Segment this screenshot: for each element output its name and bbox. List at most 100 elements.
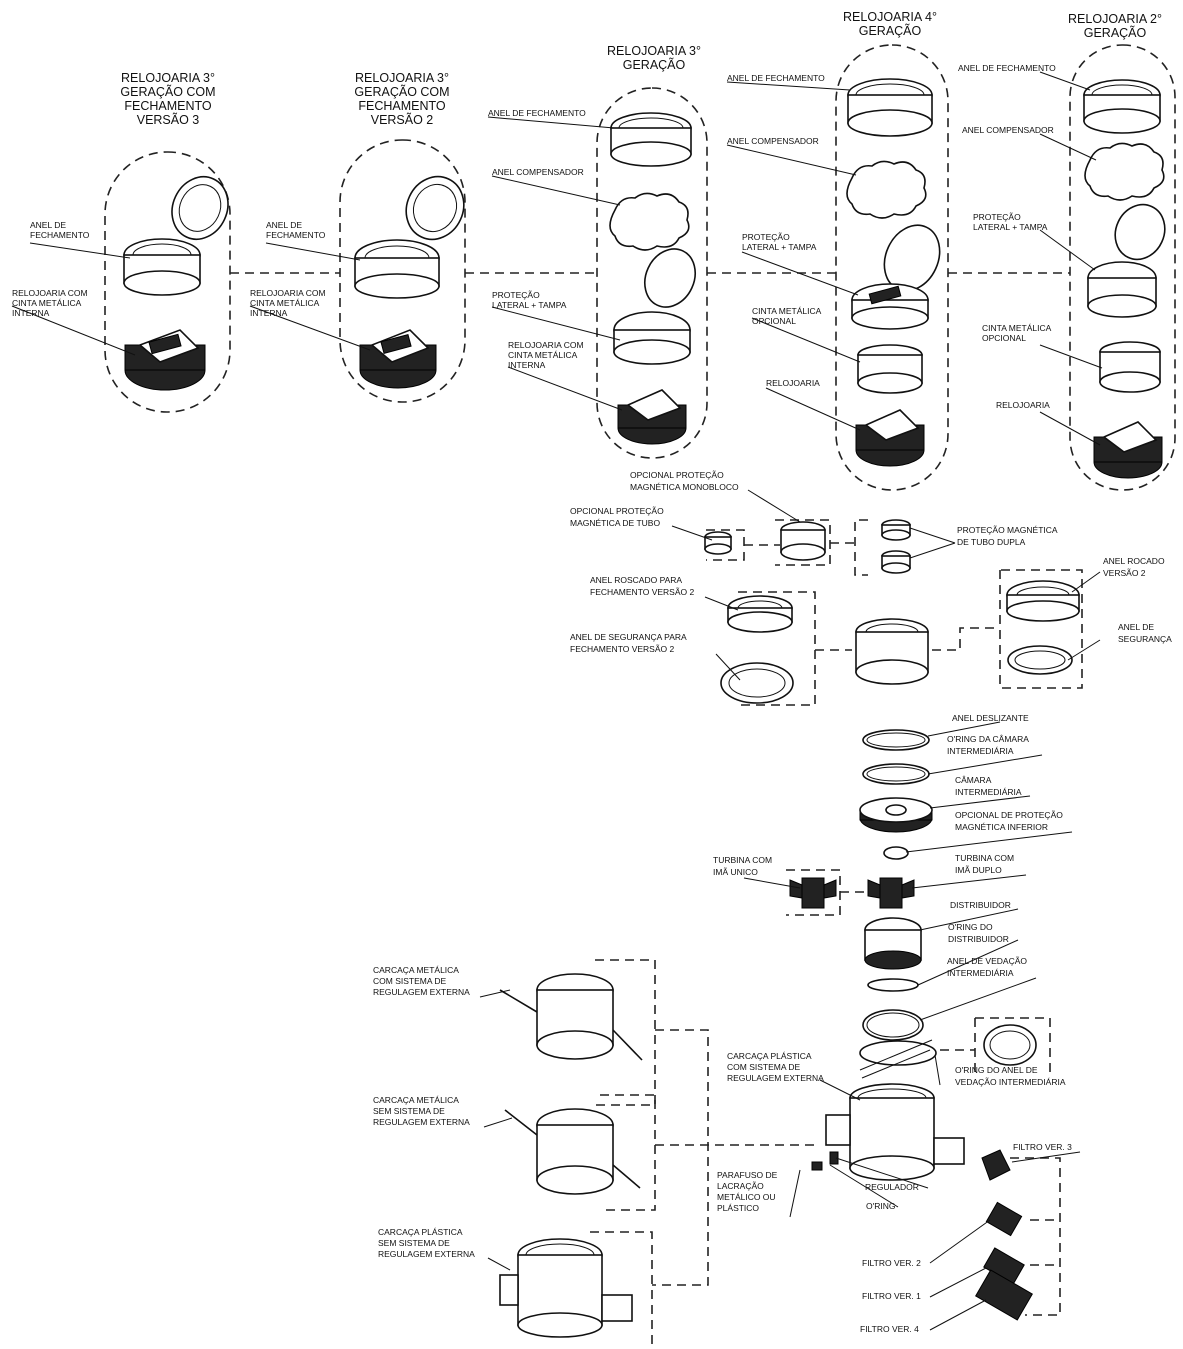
label-line: GERAÇÃO COM	[354, 85, 449, 99]
label-line: FILTRO VER. 1	[862, 1291, 921, 1301]
closing-ring-with-lid-v2	[354, 175, 465, 299]
dashed-bracket	[652, 1029, 709, 1286]
label-g3-compensator: ANEL COMPENSADOR	[492, 167, 584, 177]
label-line: INTERMEDIÁRIA	[955, 787, 1022, 797]
label-line: IMÃ UNICO	[713, 867, 758, 877]
label-line: METÁLICO OU	[717, 1192, 776, 1202]
label-line: ANEL DE	[266, 220, 302, 230]
label-line: ANEL COMPENSADOR	[727, 136, 819, 146]
label-line: REGULAGEM EXTERNA	[378, 1249, 475, 1259]
label-line: O'RING DO ANEL DE	[955, 1065, 1038, 1075]
compensator-ring-3g	[609, 192, 690, 251]
label-line: RELOJOARIA COM	[508, 340, 584, 350]
metal-body-with-ext-adjust	[499, 973, 643, 1061]
clockwork-4g	[855, 409, 925, 467]
capsule-4g	[835, 44, 949, 491]
turbine-double-magnet	[867, 877, 915, 909]
label-line: FECHAMENTO	[358, 99, 446, 113]
label-line: SEM SISTEMA DE	[378, 1238, 450, 1248]
threaded-ring-v2	[727, 595, 793, 633]
sliding-ring	[862, 729, 930, 751]
label-line: IMÃ DUPLO	[955, 865, 1002, 875]
label-g2-closing-ring: ANEL DE FECHAMENTO	[958, 63, 1056, 73]
label-o-ring: O'RING	[866, 1201, 895, 1211]
capsule-3g-v2	[339, 139, 466, 403]
label-line: RELOJOARIA	[996, 400, 1050, 410]
intermediate-chamber	[859, 797, 933, 833]
label-line: REGULADOR	[865, 1182, 919, 1192]
label-line: RELOJOARIA 3°	[121, 71, 215, 85]
dashed-bracket	[590, 1231, 653, 1349]
dashed-bracket	[738, 591, 816, 706]
label-line: FECHAMENTO	[30, 230, 90, 240]
label-regulator: REGULADOR	[865, 1182, 919, 1192]
plastic-body-with-ext-adjust	[825, 1083, 965, 1181]
label-line: TURBINA COM	[955, 853, 1014, 863]
label-line: ANEL COMPENSADOR	[492, 167, 584, 177]
label-line: VERSÃO 2	[371, 113, 434, 127]
sealing-ring-detail	[983, 1024, 1037, 1066]
label-line: CÂMARA	[955, 775, 992, 785]
label-line: RELOJOARIA 2°	[1068, 12, 1162, 26]
label-line: CINTA METÁLICA	[250, 298, 320, 308]
label-line: INTERNA	[508, 360, 546, 370]
security-ring-v2	[720, 662, 794, 704]
label-line: OPCIONAL PROTEÇÃO	[630, 470, 724, 480]
label-filter-v3: FILTRO VER. 3	[1013, 1142, 1072, 1152]
closing-ring-3g	[610, 112, 692, 167]
label-line: ANEL COMPENSADOR	[962, 125, 1054, 135]
header-4g: RELOJOARIA 4°GERAÇÃO	[843, 10, 937, 38]
filter-v2	[985, 1201, 1023, 1237]
label-line: PROTEÇÃO	[742, 232, 790, 242]
side-protection-lid-2g	[1087, 203, 1166, 318]
label-line: RELOJOARIA 4°	[843, 10, 937, 24]
label-line: VERSÃO 3	[137, 113, 200, 127]
label-line: ANEL DESLIZANTE	[952, 713, 1029, 723]
label-line: OPCIONAL PROTEÇÃO	[570, 506, 664, 516]
closing-ring-with-lid-v3	[123, 176, 229, 296]
label-line: CINTA METÁLICA	[508, 350, 578, 360]
label-line: PROTEÇÃO MAGNÉTICA	[957, 525, 1058, 535]
label-line: ANEL DE	[30, 220, 66, 230]
filter-v3	[981, 1149, 1011, 1181]
label-line: MAGNÉTICA DE TUBO	[570, 518, 660, 528]
label-sliding-ring: ANEL DESLIZANTE	[952, 713, 1029, 723]
label-line: ANEL DE FECHAMENTO	[488, 108, 586, 118]
side-protection-lid-4g	[851, 224, 941, 330]
label-line: GERAÇÃO	[623, 58, 686, 72]
label-line: CINTA METÁLICA	[982, 323, 1052, 333]
label-line: REGULAGEM EXTERNA	[727, 1073, 824, 1083]
label-line: GERAÇÃO COM	[120, 85, 215, 99]
label-line: INTERNA	[250, 308, 288, 318]
label-line: ANEL DE SEGURANÇA PARA	[570, 632, 687, 642]
label-line: FILTRO VER. 3	[1013, 1142, 1072, 1152]
label-line: LACRAÇÃO	[717, 1181, 764, 1191]
svg-text:RELOJOARIA 4°GERAÇÃO: RELOJOARIA 4°GERAÇÃO	[843, 10, 937, 38]
label-line: SEGURANÇA	[1118, 634, 1172, 644]
label-line: FILTRO VER. 2	[862, 1258, 921, 1268]
label-line: VEDAÇÃO INTERMEDIÁRIA	[955, 1077, 1066, 1087]
label-line: CINTA METÁLICA	[752, 306, 822, 316]
label-line: OPCIONAL	[752, 316, 796, 326]
clockwork-2g	[1093, 421, 1163, 479]
label-line: OPCIONAL	[982, 333, 1026, 343]
label-line: REGULAGEM EXTERNA	[373, 1117, 470, 1127]
